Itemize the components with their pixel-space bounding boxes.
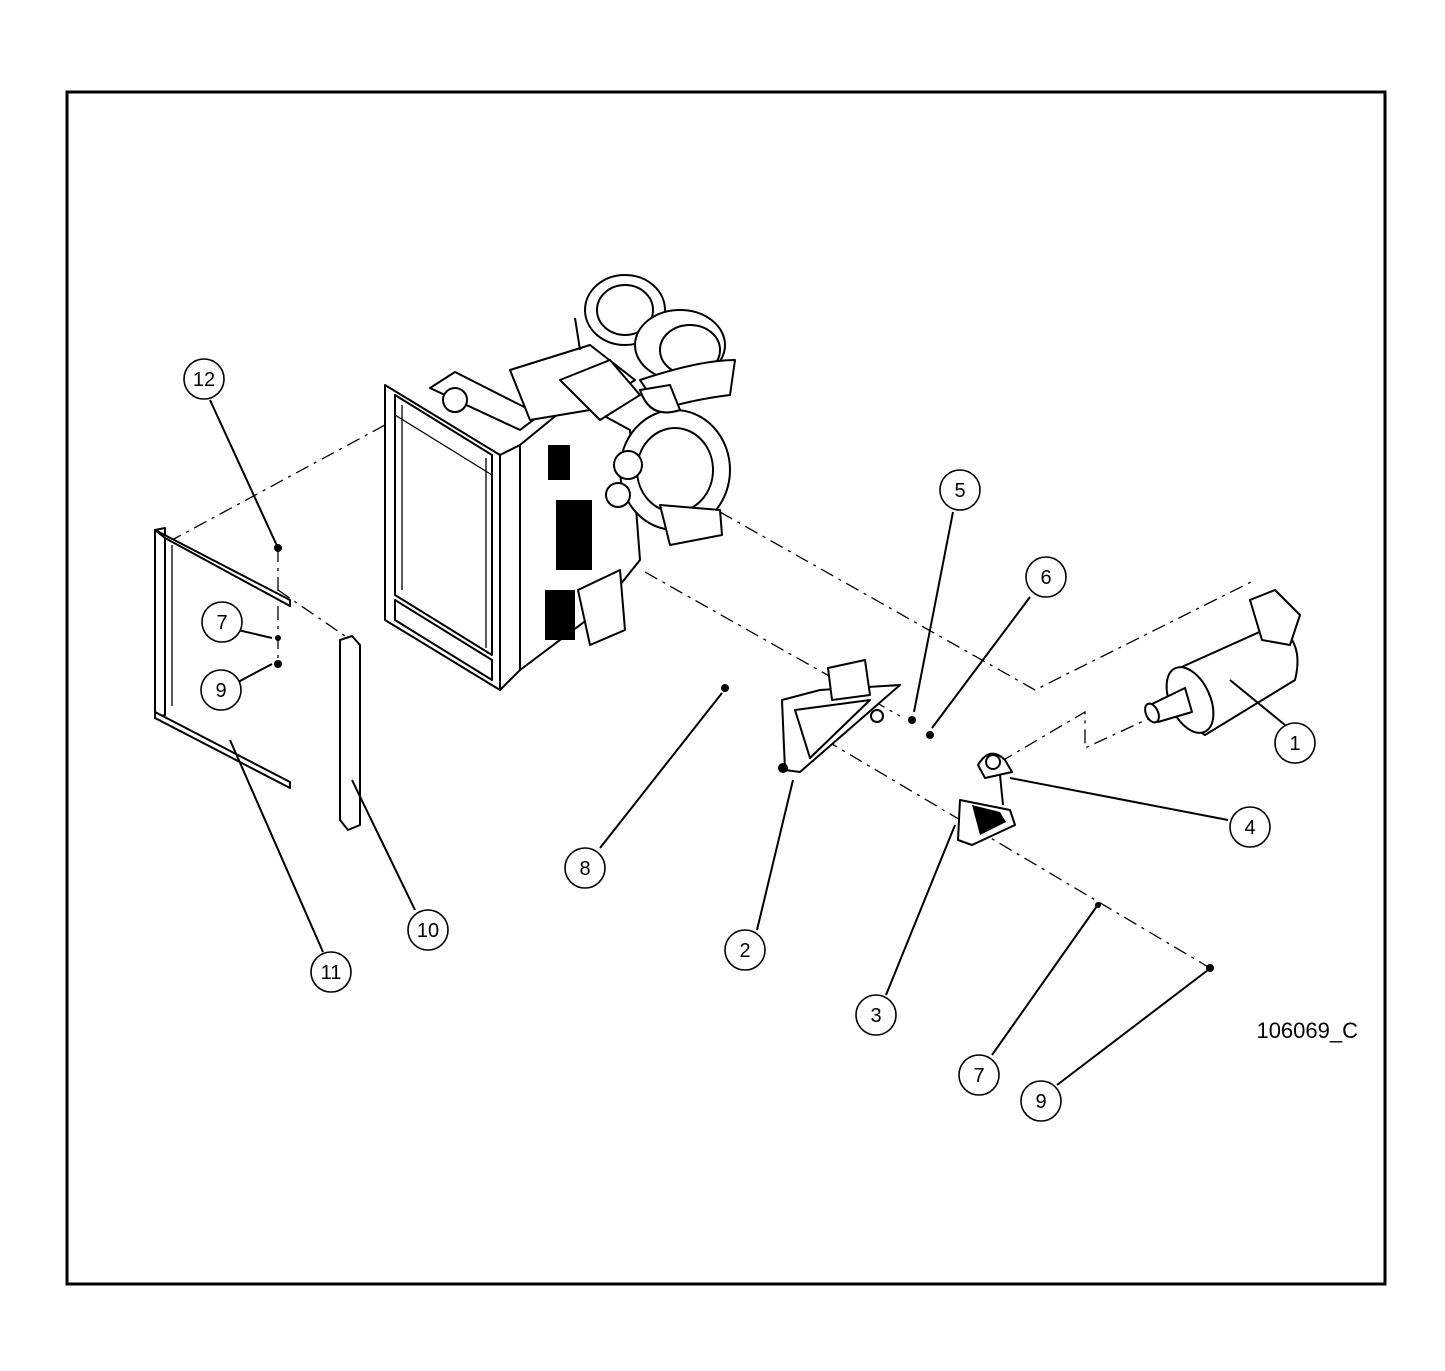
- callout-2: 2: [724, 929, 766, 971]
- svg-text:6: 6: [1040, 567, 1051, 589]
- callout-1: 1: [1274, 722, 1316, 764]
- svg-text:3: 3: [870, 1005, 881, 1027]
- svg-text:7: 7: [216, 612, 227, 634]
- part-3-mount: [957, 799, 1016, 846]
- svg-text:4: 4: [1244, 817, 1255, 839]
- svg-text:8: 8: [579, 858, 590, 880]
- svg-text:1: 1: [1289, 733, 1300, 755]
- callout-4: 4: [1229, 806, 1271, 848]
- svg-text:5: 5: [954, 480, 965, 502]
- callout-7-left: 7: [201, 601, 243, 643]
- svg-text:12: 12: [193, 369, 215, 391]
- callouts: 1 2 3 4 5 6 7 9 8 10 11 12 7 9: [183, 358, 1316, 1122]
- drawing-frame: [65, 90, 1387, 1286]
- callout-5: 5: [939, 469, 981, 511]
- callout-9-right: 9: [1020, 1080, 1062, 1122]
- callout-12: 12: [183, 358, 225, 400]
- part-2-bracket: [778, 659, 901, 773]
- callout-8: 8: [564, 847, 606, 889]
- part-1-muffler: [1144, 589, 1301, 736]
- part-11-frame: [154, 527, 291, 789]
- engine-assembly: [384, 274, 736, 691]
- part-4-clamp: [977, 752, 1013, 806]
- drawing-number: 106069_C: [1256, 1018, 1358, 1043]
- callout-7-right: 7: [958, 1054, 1000, 1096]
- svg-text:9: 9: [215, 680, 226, 702]
- callout-11: 11: [310, 951, 352, 993]
- svg-text:2: 2: [739, 940, 750, 962]
- callout-10: 10: [407, 909, 449, 951]
- callout-3: 3: [855, 994, 897, 1036]
- leader-lines: [209, 399, 1286, 1086]
- part-10-strap: [339, 635, 361, 831]
- callout-9-left: 9: [200, 669, 242, 711]
- svg-text:7: 7: [973, 1065, 984, 1087]
- callout-6: 6: [1025, 556, 1067, 598]
- svg-text:10: 10: [417, 920, 439, 942]
- svg-text:11: 11: [321, 962, 342, 984]
- svg-text:9: 9: [1035, 1091, 1046, 1113]
- assembly-lines: [171, 424, 1256, 969]
